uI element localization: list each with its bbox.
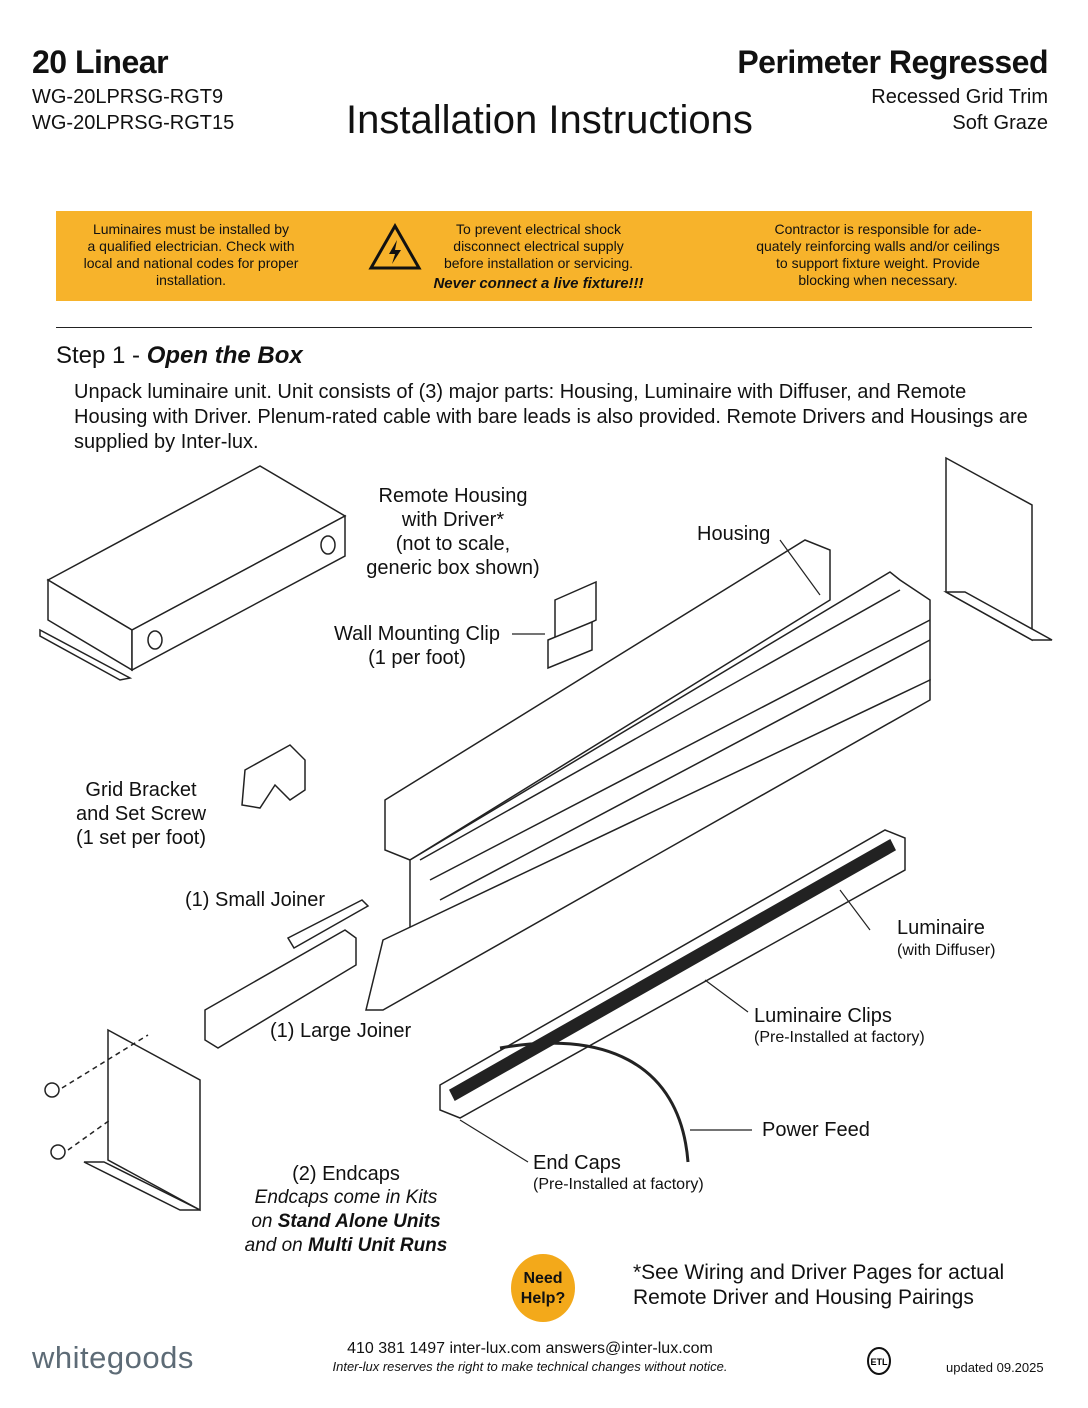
product-family: Perimeter Regressed (737, 44, 1048, 80)
text: with Driver* (401, 509, 505, 531)
etl-cert-icon: ETL (867, 1347, 891, 1375)
legal-notice: Inter-lux reserves the right to make tec… (332, 1359, 728, 1374)
text: Remote Housing (378, 485, 528, 507)
luminaire-clips-sublabel: (Pre-Installed at factory) (754, 1029, 925, 1046)
text: blocking when necessary. (798, 272, 958, 288)
remote-housing-drawing (39, 465, 347, 681)
small-joiner-label: (1) Small Joiner (185, 889, 326, 911)
updated-date: updated 09.2025 (946, 1360, 1044, 1375)
warning-right: Contractor is responsible for ade-quatel… (736, 221, 1020, 289)
model-number: WG-20LPRSG-RGT9 (32, 86, 224, 108)
text: Remote Driver and Housing Pairings (633, 1286, 974, 1309)
divider (56, 327, 1032, 328)
text: (2) Endcaps (292, 1163, 400, 1185)
text: (1 per foot) (368, 647, 466, 669)
text: to support fixture weight. Provide (776, 255, 980, 271)
text: generic box shown) (366, 557, 540, 579)
large-joiner-drawing (204, 929, 357, 1049)
housing-drawing (365, 539, 931, 1011)
large-joiner-label: (1) Large Joiner (270, 1020, 412, 1042)
text: quately reinforcing walls and/or ceiling… (756, 238, 1000, 254)
endcap-drawing (44, 1028, 201, 1212)
end-caps-label: End Caps (533, 1152, 621, 1174)
endcaps-label: (2) Endcaps Endcaps come in Kits on Stan… (226, 1162, 466, 1258)
wall-clip-drawing (547, 580, 597, 670)
text: To prevent electrical shock (456, 221, 621, 237)
trim-type: Recessed Grid Trim (871, 86, 1048, 108)
brand-logo: whitegoods (32, 1340, 194, 1375)
small-joiner-drawing (286, 899, 370, 950)
text: Wall Mounting Clip (334, 623, 500, 645)
wall-clip-label: Wall Mounting Clip(1 per foot) (317, 622, 517, 670)
leader-lines (459, 539, 871, 1163)
text: a qualified electrician. Check with (87, 238, 295, 254)
text: and on (244, 1235, 309, 1256)
distribution: Soft Graze (952, 112, 1048, 134)
power-feed-label: Power Feed (762, 1119, 870, 1141)
text: Luminaires must be installed by (92, 221, 290, 237)
electrical-hazard-icon (368, 223, 422, 270)
step-prefix: Step 1 - (56, 342, 147, 369)
grid-bracket-drawing (241, 744, 306, 809)
svg-text:ETL: ETL (871, 1357, 889, 1367)
luminaire-clips-label: Luminaire Clips (754, 1005, 892, 1027)
text: *See Wiring and Driver Pages for actual (633, 1261, 1005, 1284)
text: installation. (155, 272, 227, 288)
text: Need (523, 1270, 563, 1287)
step-heading: Step 1 - Open the Box (56, 342, 303, 370)
step-name: Open the Box (146, 342, 303, 369)
product-name: 20 Linear (32, 44, 169, 80)
step-description: Unpack luminaire unit. Unit consists of … (74, 381, 1028, 453)
text: and Set Screw (75, 803, 207, 825)
text: before installation or servicing. (443, 255, 634, 271)
end-caps-sublabel: (Pre-Installed at factory) (533, 1176, 704, 1193)
model-number: WG-20LPRSG-RGT15 (32, 112, 235, 134)
text: local and national codes for proper (83, 255, 299, 271)
luminaire-label: Luminaire (897, 917, 985, 939)
contact-info: 410 381 1497 inter-lux.com answers@inter… (347, 1340, 713, 1357)
housing-endcap-drawing (943, 456, 1053, 642)
text: Stand Alone Units (277, 1211, 441, 1232)
text: Multi Unit Runs (308, 1235, 448, 1256)
warning-emphasis: Never connect a live fixture!!! (433, 275, 644, 292)
text: disconnect electrical supply (453, 238, 624, 254)
text: Endcaps come in Kits (254, 1187, 438, 1208)
luminaire-sublabel: (with Diffuser) (897, 942, 996, 959)
housing-label: Housing (697, 523, 771, 545)
text: on (251, 1211, 278, 1232)
text: Help? (520, 1290, 566, 1307)
text: Grid Bracket (85, 779, 197, 801)
text: Contractor is responsible for ade- (774, 221, 982, 237)
luminaire-drawing (439, 829, 906, 1163)
text: (not to scale, (395, 533, 511, 555)
page-title: Installation Instructions (346, 98, 753, 142)
text: (1 set per foot) (75, 827, 207, 849)
